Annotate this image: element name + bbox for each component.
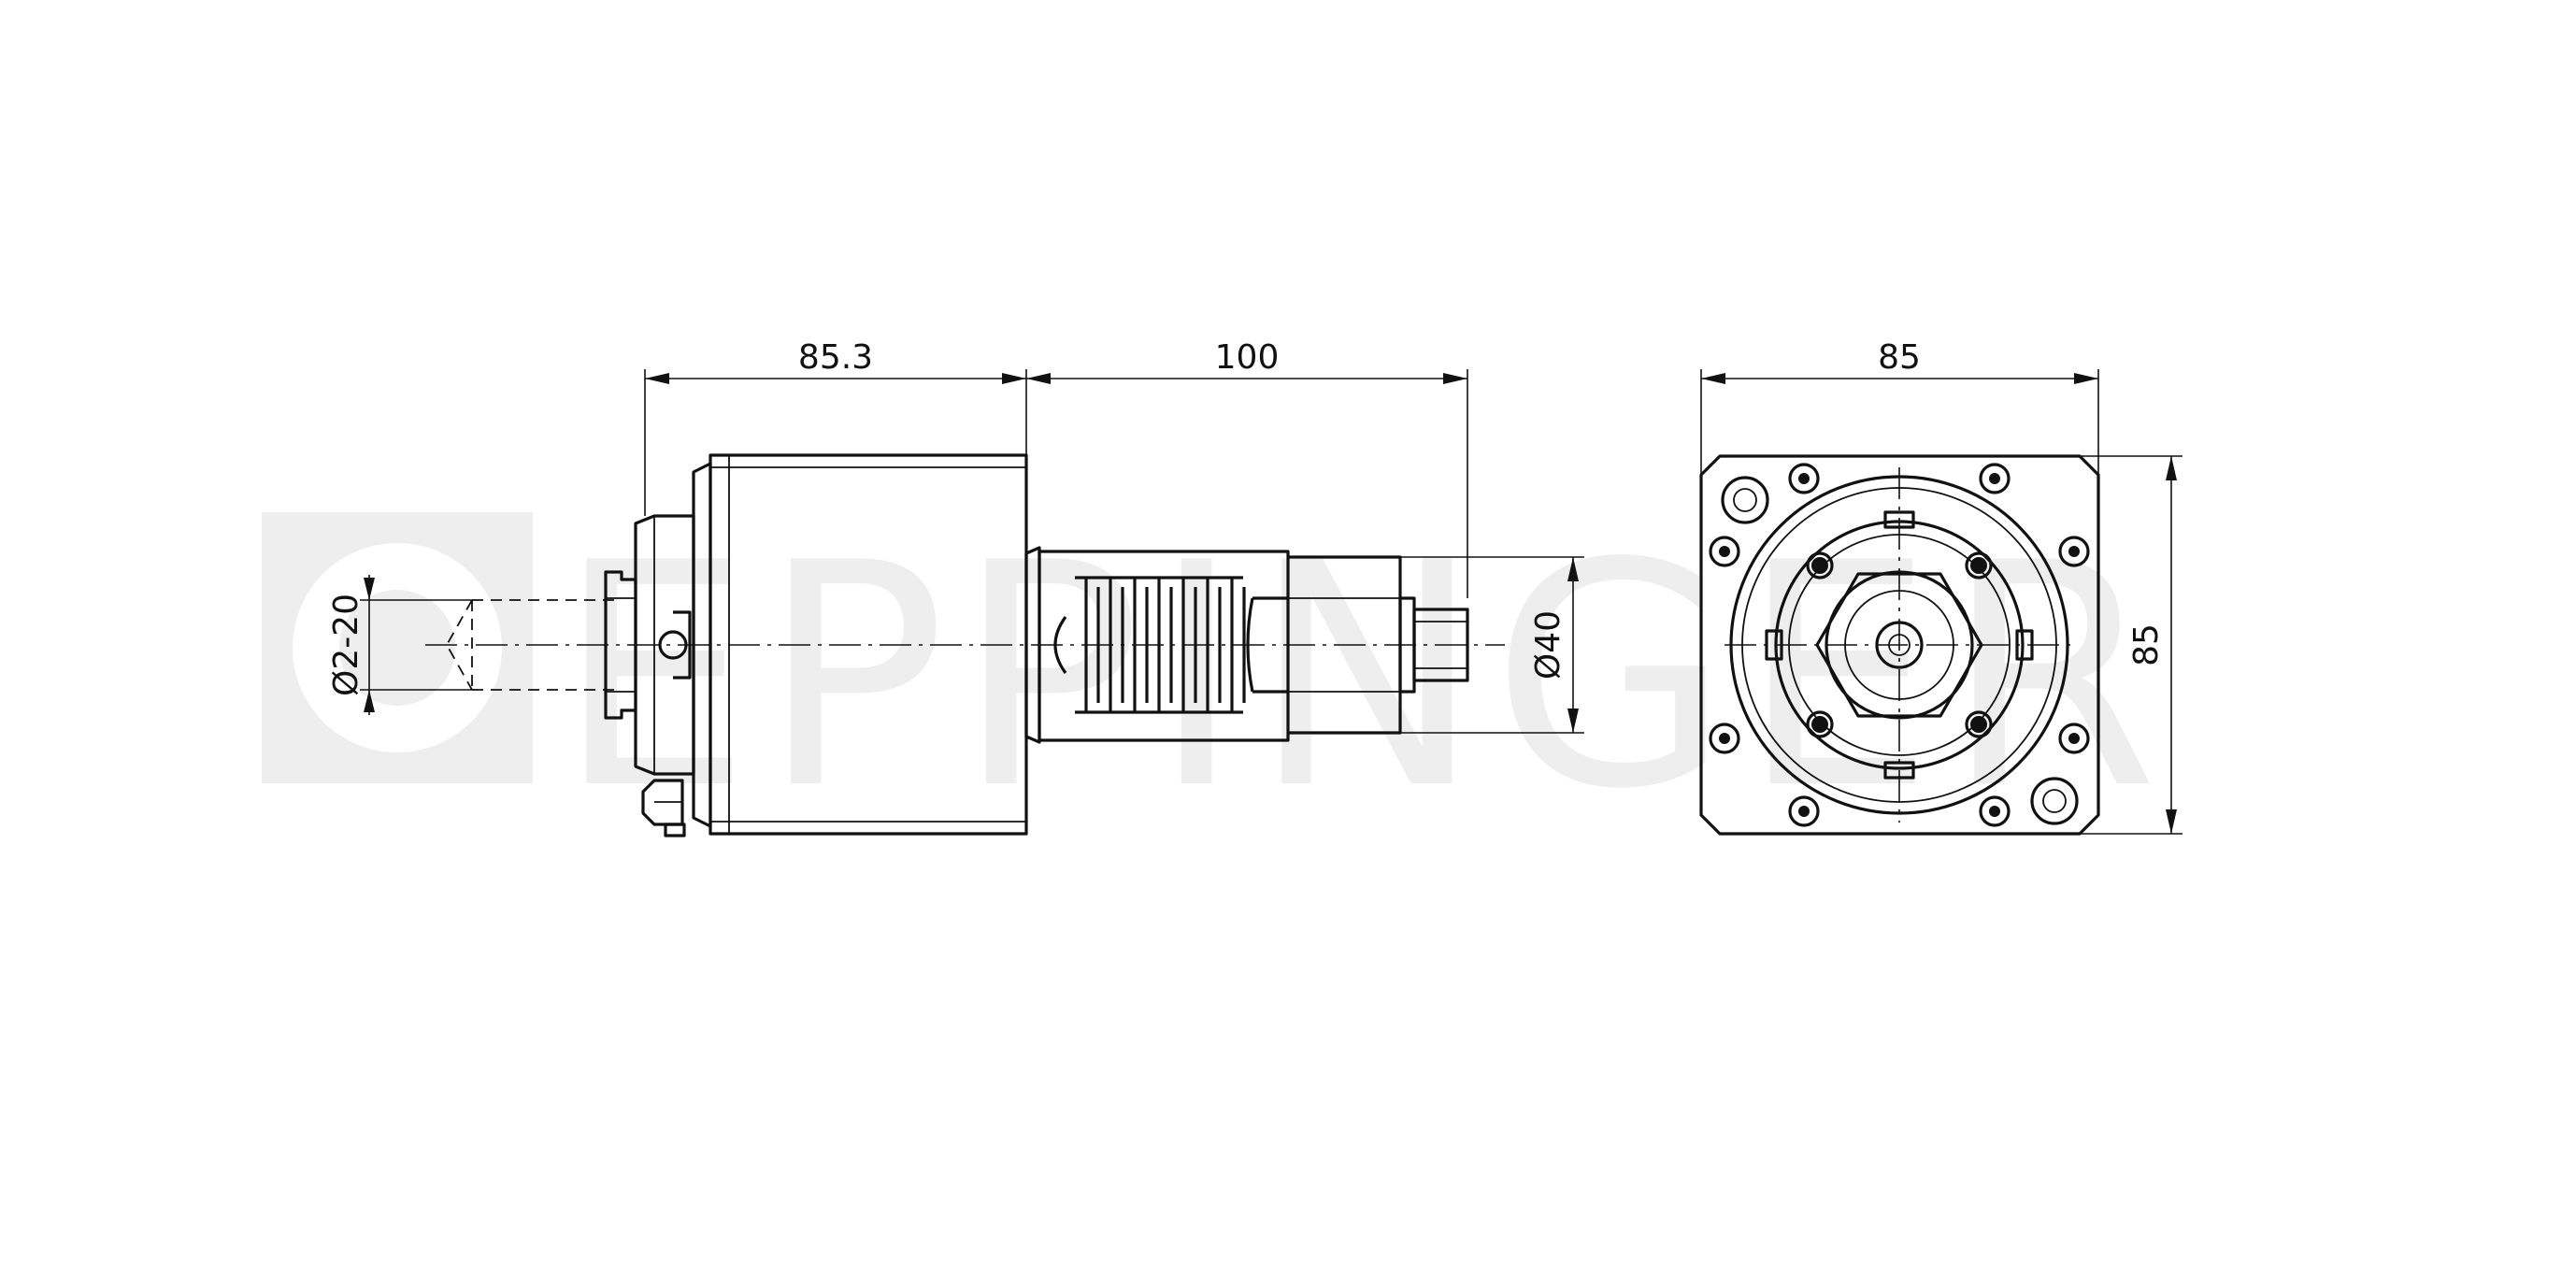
- bolt-head-icon: [1811, 716, 1828, 733]
- hex-nut: [1815, 572, 1983, 718]
- flange-pin-icon: [658, 630, 688, 660]
- collet-ring: [1825, 570, 1974, 720]
- front-view: 85 85: [1699, 338, 2182, 836]
- bolt-head-icon: [1970, 716, 1987, 733]
- flange-height-label: 85: [2127, 623, 2166, 666]
- serrated-shank: [1038, 550, 1290, 742]
- shank-collar: [1024, 546, 1041, 744]
- collet-bore: [1875, 621, 1924, 669]
- dimension-flange-height: 85: [2080, 455, 2182, 835]
- ring-slots: [1765, 510, 2034, 780]
- bolt-hole-icon: [2058, 723, 2090, 754]
- dimension-shank-diameter: Ø40: [1288, 556, 1584, 734]
- bolt-hole-icon: [1709, 723, 1740, 754]
- watermark-text: EPPINGER: [556, 497, 2168, 856]
- side-view: 85.3 100 Ø2-20 Ø40: [327, 338, 1584, 837]
- inner-ring: [1774, 520, 2025, 770]
- bolt-hole-icon: [1806, 551, 1834, 580]
- dimension-clamping-range: Ø2-20: [327, 575, 472, 715]
- bolt-head-icon: [2068, 546, 2080, 557]
- clamping-range-label: Ø2-20: [327, 594, 365, 696]
- dowel-hole-icon: [2030, 777, 2079, 825]
- coolant-fittings: [641, 779, 686, 837]
- dimension-flange-width: 85: [1700, 338, 2099, 475]
- bolt-hole-icon: [1979, 463, 2011, 494]
- bolt-hole-icon: [1788, 463, 1820, 494]
- dimension-shank-length: 100: [1026, 338, 1468, 598]
- bolt-head-icon: [1798, 806, 1810, 817]
- bolt-hole-icon: [1709, 536, 1740, 567]
- bolt-head-icon: [2068, 733, 2080, 744]
- bolt-hole-icon: [1788, 795, 1820, 827]
- watermark: EPPINGER: [262, 497, 2168, 856]
- bolt-hole-icon: [1965, 710, 1993, 738]
- bolt-head-icon: [1719, 733, 1730, 744]
- bolt-head-icon: [1970, 557, 1987, 574]
- dowel-hole-icon: [1721, 476, 1769, 524]
- shank-length-label: 100: [1215, 338, 1280, 377]
- bolt-hole-icon: [1806, 710, 1834, 738]
- watermark-logo-core: [339, 590, 455, 706]
- dimension-tool-length: 85.3: [644, 338, 1027, 516]
- bolt-hole-icon: [1979, 795, 2011, 827]
- tool-length-label: 85.3: [798, 338, 873, 377]
- dowel-holes: [1721, 476, 2079, 825]
- phantom-tool: [445, 599, 622, 691]
- bolt-head-icon: [1811, 557, 1828, 574]
- outer-ring: [1729, 475, 2069, 815]
- bolt-holes: [1709, 463, 2090, 827]
- shank-diameter-label: Ø40: [1529, 610, 1567, 680]
- bolt-head-icon: [1989, 473, 2000, 484]
- bolt-head-icon: [1798, 473, 1810, 484]
- bolt-hole-icon: [1965, 551, 1993, 580]
- bolt-head-icon: [1719, 546, 1730, 557]
- flange-width-label: 85: [1878, 338, 1921, 377]
- bolt-hole-icon: [2058, 536, 2090, 567]
- bolt-head-icon: [1989, 806, 2000, 817]
